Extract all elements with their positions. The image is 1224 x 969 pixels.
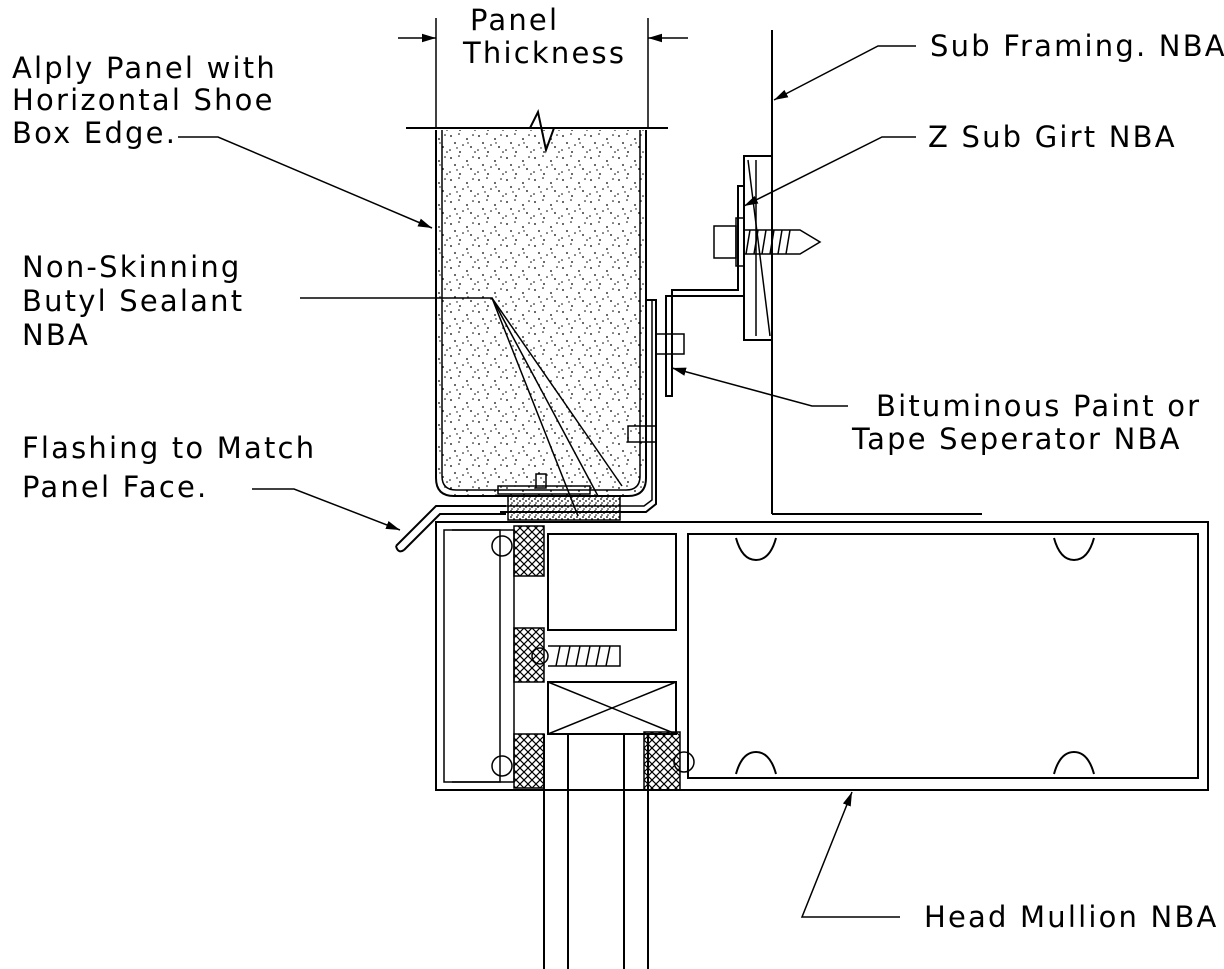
label-z-sub-girt: Z Sub Girt NBA: [928, 120, 1177, 154]
label-butyl-line2: Butyl Sealant: [22, 284, 244, 318]
label-panel-thickness-line2: Thickness: [462, 36, 626, 70]
label-alply-line2: Horizontal Shoe: [12, 83, 275, 117]
z-sub-girt: [627, 155, 822, 443]
leader-lines: [178, 45, 916, 918]
label-panel-thickness-line1: Panel: [470, 3, 559, 37]
flashing: [395, 505, 506, 553]
label-bituminous-line2: Tape Seperator NBA: [851, 422, 1182, 456]
head-mullion: [435, 521, 1209, 969]
label-alply-line1: Alply Panel with: [12, 51, 277, 85]
annotation-labels: Panel Thickness Alply Panel with Horizon…: [12, 3, 1224, 934]
alply-panel: [435, 108, 657, 513]
label-alply-line3: Box Edge.: [12, 116, 177, 150]
label-bituminous-line1: Bituminous Paint or: [876, 389, 1201, 423]
label-sub-framing: Sub Framing. NBA: [930, 29, 1224, 63]
label-flashing-line1: Flashing to Match: [22, 431, 316, 465]
label-head-mullion: Head Mullion NBA: [924, 900, 1219, 934]
label-butyl-line3: NBA: [22, 318, 90, 352]
label-flashing-line2: Panel Face.: [22, 470, 208, 504]
label-butyl-line1: Non-Skinning: [22, 250, 242, 284]
panel-thickness-dimension: [398, 18, 688, 129]
butyl-sealant: [507, 495, 621, 521]
